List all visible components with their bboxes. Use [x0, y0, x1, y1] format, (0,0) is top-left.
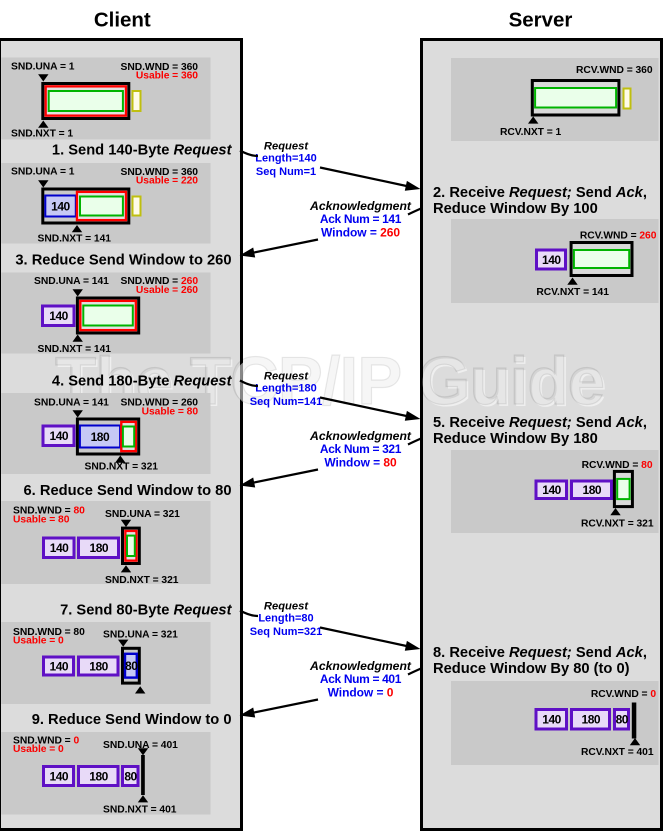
svg-text:SND.WND = 360: SND.WND = 360	[121, 62, 199, 73]
svg-text:SND.UNA = 141: SND.UNA = 141	[34, 276, 109, 287]
svg-text:Window = 0: Window = 0	[328, 686, 394, 700]
svg-text:RCV.NXT = 1: RCV.NXT = 1	[500, 127, 561, 138]
svg-text:140: 140	[49, 309, 68, 323]
svg-text:Seq Num=141: Seq Num=141	[250, 396, 322, 408]
svg-text:140: 140	[51, 199, 70, 213]
svg-text:80: 80	[124, 769, 137, 783]
svg-text:8. Receive Request; Send Ack,: 8. Receive Request; Send Ack,	[433, 645, 647, 661]
svg-text:RCV.WND = 260: RCV.WND = 260	[580, 230, 657, 241]
svg-text:Reduce Window By 180: Reduce Window By 180	[433, 431, 598, 447]
svg-text:140: 140	[542, 253, 561, 267]
svg-text:RCV.NXT = 321: RCV.NXT = 321	[581, 518, 654, 529]
svg-text:SND.WND = 0: SND.WND = 0	[13, 735, 79, 746]
svg-text:Window = 80: Window = 80	[324, 456, 397, 470]
svg-text:Request: Request	[264, 370, 309, 382]
svg-text:Usable = 220: Usable = 220	[136, 176, 198, 187]
svg-text:RCV.WND = 0: RCV.WND = 0	[591, 689, 656, 700]
svg-text:Acknowledgment: Acknowledgment	[309, 199, 412, 213]
svg-text:SND.UNA = 321: SND.UNA = 321	[105, 509, 180, 520]
svg-text:RCV.NXT = 141: RCV.NXT = 141	[536, 287, 609, 298]
svg-text:Client: Client	[94, 9, 151, 32]
svg-text:Ack Num = 321: Ack Num = 321	[320, 442, 402, 456]
svg-text:SND.WND = 260: SND.WND = 260	[121, 398, 199, 409]
svg-text:180: 180	[89, 659, 108, 673]
svg-text:180: 180	[89, 769, 108, 783]
svg-text:SND.NXT = 321: SND.NXT = 321	[105, 575, 179, 586]
svg-text:6. Reduce Send Window to 80: 6. Reduce Send Window to 80	[24, 483, 232, 499]
svg-text:Window = 260: Window = 260	[321, 226, 400, 240]
svg-text:Seq Num=321: Seq Num=321	[250, 626, 322, 638]
svg-text:Acknowledgment: Acknowledgment	[309, 429, 412, 443]
svg-text:9. Reduce Send Window to 0: 9. Reduce Send Window to 0	[32, 712, 232, 728]
svg-text:RCV.NXT = 401: RCV.NXT = 401	[581, 747, 654, 758]
svg-text:5. Receive Request; Send Ack,: 5. Receive Request; Send Ack,	[433, 415, 647, 431]
svg-text:140: 140	[542, 713, 561, 727]
svg-text:80: 80	[616, 713, 629, 727]
svg-text:SND.UNA = 401: SND.UNA = 401	[103, 740, 178, 751]
svg-text:4. Send 180-Byte Request: 4. Send 180-Byte Request	[52, 374, 233, 390]
svg-text:140: 140	[542, 483, 561, 497]
svg-text:SND.WND = 80: SND.WND = 80	[13, 627, 85, 638]
svg-text:SND.UNA = 321: SND.UNA = 321	[103, 630, 178, 641]
svg-text:Usable = 260: Usable = 260	[136, 285, 198, 296]
svg-text:Ack Num = 401: Ack Num = 401	[320, 672, 402, 686]
svg-text:Reduce Window By 100: Reduce Window By 100	[433, 201, 598, 217]
svg-text:SND.UNA = 1: SND.UNA = 1	[11, 167, 75, 178]
svg-text:SND.UNA = 1: SND.UNA = 1	[11, 62, 75, 73]
svg-text:Usable = 80: Usable = 80	[142, 406, 199, 417]
svg-text:Length=180: Length=180	[255, 383, 316, 395]
svg-text:SND.NXT = 321: SND.NXT = 321	[85, 462, 159, 473]
svg-text:180: 180	[90, 541, 109, 555]
svg-text:Request: Request	[264, 600, 309, 612]
svg-text:1. Send 140-Byte Request: 1. Send 140-Byte Request	[52, 143, 233, 159]
svg-text:SND.WND = 260: SND.WND = 260	[121, 276, 199, 287]
svg-text:Seq Num=1: Seq Num=1	[256, 166, 316, 178]
svg-text:2. Receive Request; Send Ack,: 2. Receive Request; Send Ack,	[433, 185, 647, 201]
svg-text:SND.NXT = 141: SND.NXT = 141	[38, 234, 112, 245]
svg-text:RCV.WND = 360: RCV.WND = 360	[576, 65, 653, 76]
svg-text:SND.NXT = 401: SND.NXT = 401	[103, 805, 177, 816]
svg-text:Usable = 0: Usable = 0	[13, 636, 64, 647]
svg-text:80: 80	[125, 659, 138, 673]
svg-text:SND.WND = 80: SND.WND = 80	[13, 506, 85, 517]
svg-text:140: 140	[50, 429, 69, 443]
svg-text:140: 140	[50, 659, 69, 673]
svg-text:Server: Server	[509, 9, 573, 32]
svg-text:Length=80: Length=80	[258, 613, 313, 625]
svg-text:7. Send 80-Byte Request: 7. Send 80-Byte Request	[60, 602, 233, 618]
svg-text:Length=140: Length=140	[255, 153, 316, 165]
svg-text:SND.NXT = 1: SND.NXT = 1	[11, 129, 73, 140]
svg-text:180: 180	[91, 430, 110, 444]
svg-text:Acknowledgment: Acknowledgment	[309, 659, 412, 673]
svg-text:140: 140	[50, 541, 69, 555]
svg-text:3. Reduce Send Window to 260: 3. Reduce Send Window to 260	[15, 253, 231, 269]
svg-text:140: 140	[50, 769, 69, 783]
svg-text:Usable = 360: Usable = 360	[136, 71, 198, 82]
svg-text:Usable = 80: Usable = 80	[13, 514, 70, 525]
svg-text:SND.NXT = 141: SND.NXT = 141	[38, 344, 112, 355]
svg-text:Reduce Window By 80 (to 0): Reduce Window By 80 (to 0)	[433, 661, 630, 677]
svg-text:RCV.WND = 80: RCV.WND = 80	[582, 460, 653, 471]
svg-text:Ack Num = 141: Ack Num = 141	[320, 212, 402, 226]
svg-text:180: 180	[583, 483, 602, 497]
svg-text:SND.WND = 360: SND.WND = 360	[121, 167, 199, 178]
svg-text:Request: Request	[264, 140, 309, 152]
svg-text:SND.UNA = 141: SND.UNA = 141	[34, 398, 109, 409]
svg-text:180: 180	[582, 713, 601, 727]
svg-text:Usable = 0: Usable = 0	[13, 744, 64, 755]
